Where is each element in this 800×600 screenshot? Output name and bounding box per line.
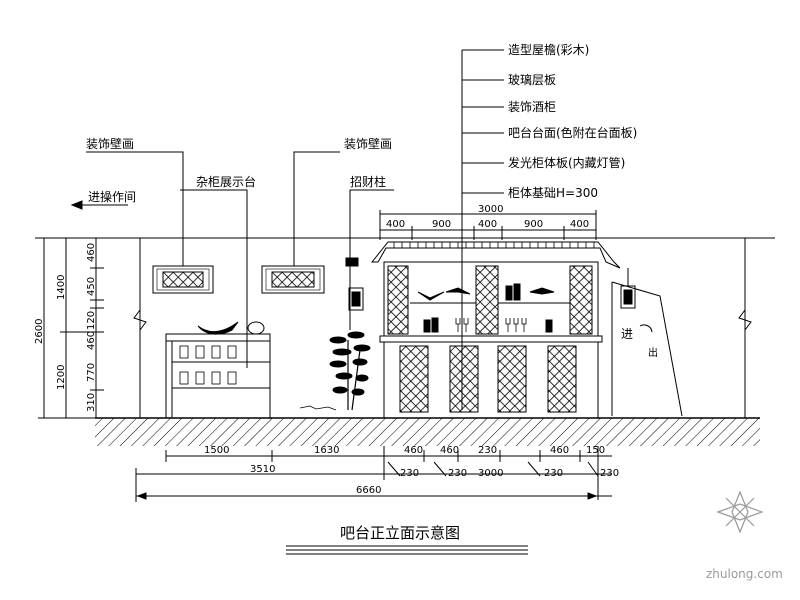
dim-left-460a: 460 (86, 243, 97, 262)
door-text-out: 出 (648, 346, 658, 359)
right-lantern (620, 268, 636, 309)
dim-left-2600: 2600 (34, 319, 45, 344)
callout-lit-panel: 发光柜体板(内藏灯管) (508, 155, 625, 170)
dim-top-seg-3: 400 (478, 219, 497, 230)
dim-bottom-230d: 230 (544, 468, 563, 479)
watermark-text: zhulong.com (706, 567, 783, 581)
dim-left-770: 770 (86, 363, 97, 382)
title-text: 吧台正立面示意图 (340, 524, 460, 542)
dims-bottom (135, 446, 612, 502)
door-panel (611, 281, 683, 417)
deco-painting-right (261, 265, 325, 294)
dim-left-460b: 460 (86, 331, 97, 350)
callout-leaders-left (70, 151, 394, 368)
watermark: zhulong.com (706, 490, 783, 581)
door-text-in: 进 (621, 327, 633, 341)
floor (95, 417, 760, 446)
dim-left-450: 450 (86, 277, 97, 296)
fortune-pole (345, 192, 364, 330)
dims-left (38, 237, 104, 419)
watermark-logo-icon (716, 490, 764, 534)
dim-top-total: 3000 (478, 204, 503, 215)
dim-bottom-230a: 230 (478, 445, 497, 456)
dim-bottom-230b: 230 (400, 468, 419, 479)
dim-bottom-460b: 460 (440, 445, 459, 456)
dim-bottom-230c: 230 (448, 468, 467, 479)
callout-eave: 造型屋檐(彩木) (508, 43, 589, 57)
dim-top-seg-2: 900 (432, 219, 451, 230)
callout-display-cabinet: 杂柜展示台 (196, 174, 256, 189)
dim-bottom-230e: 230 (600, 468, 619, 479)
room-outline (35, 237, 775, 418)
deco-painting-left (152, 265, 214, 294)
callout-labels-right: 造型屋檐(彩木) 玻璃层板 装饰酒柜 吧台台面(色附在台面板) 发光柜体板(内藏… (508, 43, 637, 200)
dim-left-120: 120 (86, 311, 97, 330)
potted-plant (299, 331, 371, 411)
dim-left-1200: 1200 (56, 365, 67, 390)
dim-bottom-3510: 3510 (250, 464, 275, 475)
bar-cabinet (370, 241, 621, 419)
callout-counter-top: 吧台台面(色附在台面板) (508, 125, 637, 140)
dim-top-seg-5: 400 (570, 219, 589, 230)
dim-left-310: 310 (86, 393, 97, 412)
callout-deco-painting-2: 装饰壁画 (344, 136, 392, 151)
callout-base: 柜体基础H=300 (508, 186, 598, 200)
dims-bottom-labels: 1500 1630 460 460 230 460 150 3510 230 2… (204, 445, 619, 496)
dims-top (379, 210, 597, 240)
callout-deco-painting-1: 装饰壁画 (86, 136, 134, 151)
dim-bottom-total: 6660 (356, 485, 381, 496)
callout-fortune-pole: 招财柱 (350, 174, 386, 189)
callout-glass-shelf: 玻璃层板 (508, 73, 556, 87)
dims-top-labels: 3000 400 900 400 900 400 (386, 204, 589, 230)
callout-labels-left: 装饰壁画 杂柜展示台 装饰壁画 招财柱 进操作间 进 出 (86, 136, 658, 359)
dim-bottom-1500: 1500 (204, 445, 229, 456)
dim-bottom-460a: 460 (404, 445, 423, 456)
dim-left-1400: 1400 (56, 275, 67, 300)
callout-wine-cabinet: 装饰酒柜 (508, 100, 556, 114)
drawing-title: 吧台正立面示意图 (286, 524, 528, 555)
dims-left-labels: 2600 1400 1200 460 450 120 460 770 310 (34, 243, 97, 412)
callout-to-hall: 进操作间 (88, 189, 136, 204)
dim-bottom-460c: 460 (550, 445, 569, 456)
display-cabinet (165, 321, 271, 419)
dim-bottom-150: 150 (586, 445, 605, 456)
dim-bottom-1630: 1630 (314, 445, 339, 456)
dim-top-seg-4: 900 (524, 219, 543, 230)
dim-top-seg-1: 400 (386, 219, 405, 230)
dim-bottom-3000: 3000 (478, 468, 503, 479)
